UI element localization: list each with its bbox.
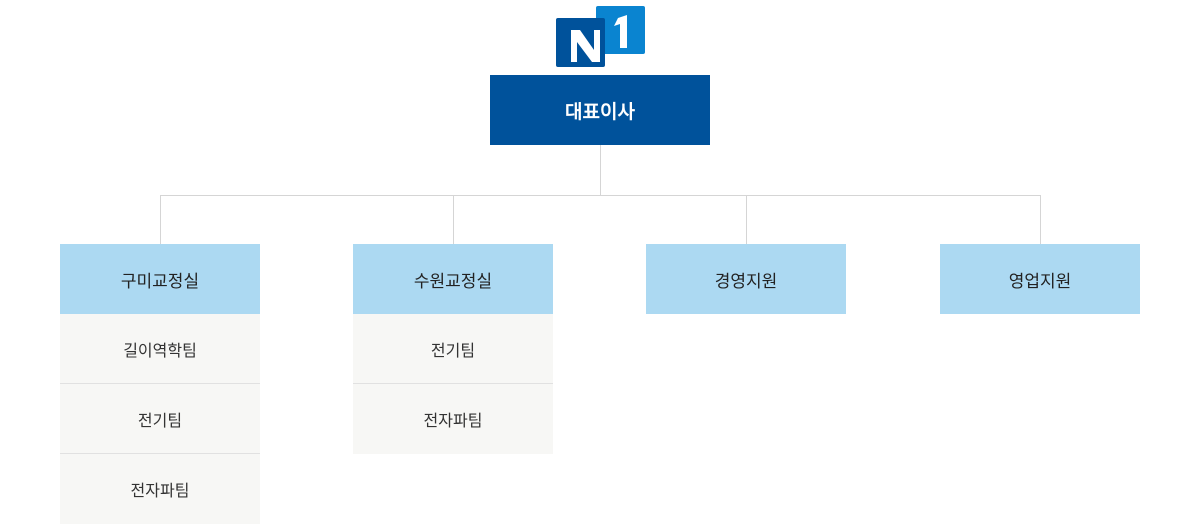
dept-suwon-box: 수원교정실 bbox=[353, 244, 553, 314]
connector-dept-3 bbox=[746, 195, 747, 244]
team-label: 전자파팀 bbox=[130, 481, 190, 500]
connector-dept-2 bbox=[453, 195, 454, 244]
dept-label: 구미교정실 bbox=[120, 271, 200, 292]
team-item: 전기팀 bbox=[353, 314, 553, 384]
team-label: 전기팀 bbox=[137, 410, 183, 430]
m1-logo-icon bbox=[556, 6, 646, 68]
connector-dept-4 bbox=[1040, 195, 1041, 244]
team-item: 전자파팀 bbox=[353, 384, 553, 454]
ceo-box: 대표이사 bbox=[490, 75, 710, 145]
dept-label: 경영지원 bbox=[714, 271, 778, 292]
dept-sales-box: 영업지원 bbox=[940, 244, 1140, 314]
team-label: 길이역학팀 bbox=[123, 340, 197, 360]
team-item: 전기팀 bbox=[60, 384, 260, 454]
connector-ceo-down bbox=[600, 145, 601, 195]
connector-dept-1 bbox=[160, 195, 161, 244]
team-label: 전자파팀 bbox=[423, 411, 483, 430]
team-item: 전자파팀 bbox=[60, 454, 260, 524]
connector-horizontal bbox=[160, 195, 1041, 196]
dept-management-box: 경영지원 bbox=[646, 244, 846, 314]
dept-gumi-box: 구미교정실 bbox=[60, 244, 260, 314]
ceo-label: 대표이사 bbox=[565, 100, 635, 123]
dept-label: 영업지원 bbox=[1008, 271, 1072, 292]
team-item: 길이역학팀 bbox=[60, 314, 260, 384]
dept-label: 수원교정실 bbox=[413, 271, 493, 292]
team-label: 전기팀 bbox=[430, 340, 476, 360]
